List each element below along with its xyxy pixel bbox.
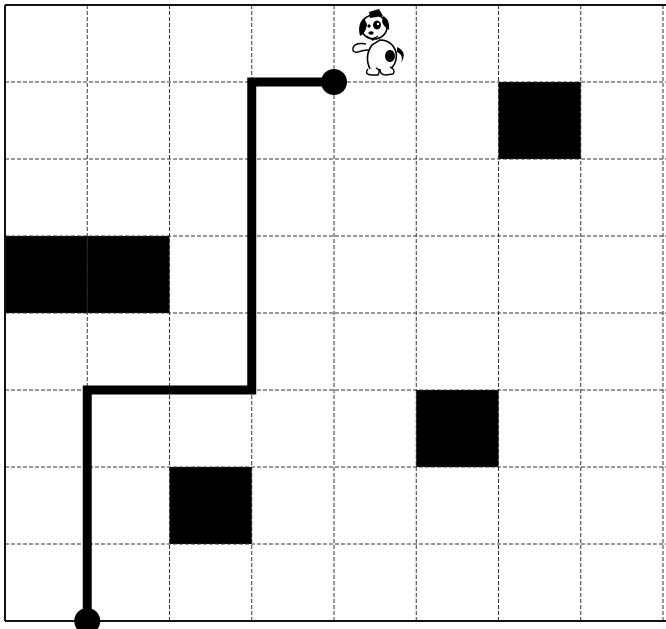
- blocked-cell: [170, 467, 252, 544]
- path-end-dot: [321, 69, 347, 95]
- blocked-cell: [416, 390, 498, 467]
- blocked-cell: [87, 236, 169, 313]
- blocked-cell: [499, 82, 581, 159]
- blocked-cell: [5, 236, 87, 313]
